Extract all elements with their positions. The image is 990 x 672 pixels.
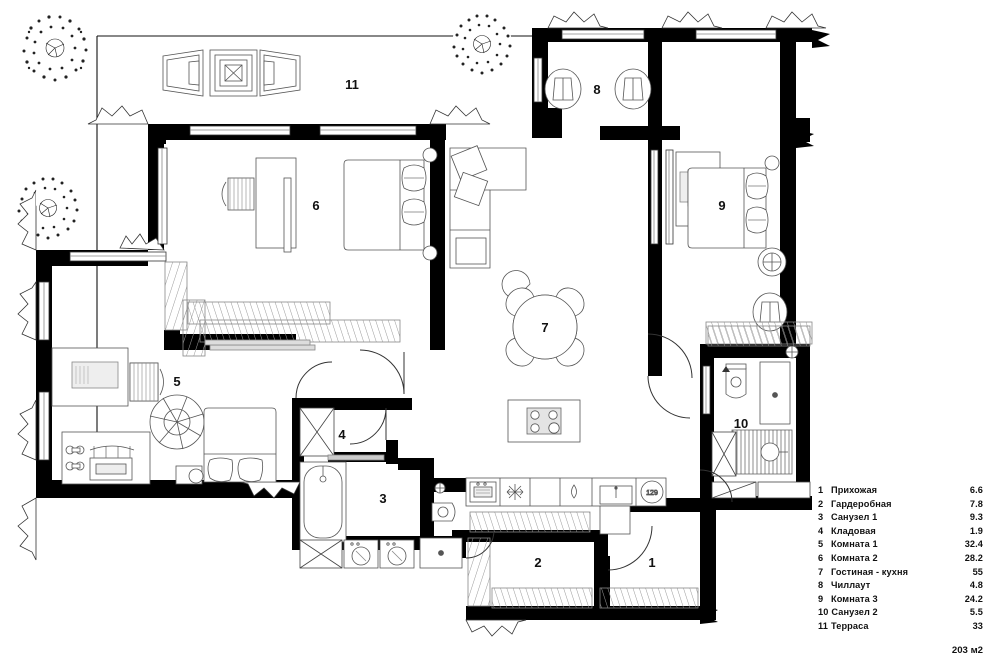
legend-room-number: 9	[818, 593, 824, 604]
legend-room-label: Санузел 1	[831, 512, 878, 523]
legend-room-number: 3	[818, 512, 824, 523]
room-number-5: 5	[173, 374, 180, 389]
legend-room-area: 6.6	[969, 485, 983, 495]
legend-room-area: 55	[972, 566, 983, 577]
room-number-3: 3	[379, 491, 386, 506]
pillow-icon	[207, 457, 264, 482]
legend-room-label: Гостиная - кухня	[831, 566, 909, 577]
legend-room-area: 5.5	[969, 607, 983, 618]
legend-room-area: 32.4	[964, 539, 983, 550]
tree-icon	[17, 14, 512, 240]
legend-room-number: 4	[818, 525, 824, 536]
room-legend: 1 Прихожая 6.6 2 Гардеробная 7.8 3 Санузел 1 9.3…	[818, 484, 983, 634]
legend-room-name: 5 Комната 1	[818, 538, 878, 552]
legend-room-area: 9.3	[969, 512, 983, 523]
legend-room-area: 33	[972, 620, 983, 631]
legend-room-label: Терраса	[831, 620, 869, 631]
legend-room-area: 4.8	[969, 580, 983, 591]
legend-room-number: 6	[818, 552, 824, 563]
legend-row: 1 Прихожая 6.6	[818, 484, 983, 498]
legend-room-name: 6 Комната 2	[818, 552, 878, 566]
terrace-furniture	[162, 49, 301, 97]
room-number-4: 4	[338, 427, 346, 442]
legend-room-name: 9 Комната 3	[818, 593, 878, 607]
legend-room-name: 2 Гардеробная	[818, 498, 892, 512]
legend-room-label: Санузел 2	[831, 607, 878, 618]
room-5-furniture	[51, 261, 331, 485]
legend-room-label: Кладовая	[831, 525, 876, 536]
room-number-labels: 11 6 8 9 7 5 4 10 3 2 1	[173, 77, 748, 570]
legend-room-label: Комната 3	[831, 593, 878, 604]
room-number-1: 1	[648, 555, 655, 570]
legend-row: 4 Кладовая 1.9	[818, 525, 983, 539]
legend-room-number: 10	[818, 607, 829, 618]
legend-room-number: 11	[818, 620, 828, 631]
legend-row: 3 Санузел 1 9.3	[818, 511, 983, 525]
legend-room-name: 8 Чиллаут	[818, 579, 870, 593]
legend-row: 7 Гостиная - кухня 55	[818, 566, 983, 580]
room-7-furniture: 129	[449, 145, 667, 535]
room-3-fixtures	[299, 407, 463, 569]
legend-row: 8 Чиллаут 4.8	[818, 579, 983, 593]
legend-row: 9 Комната 3 24.2	[818, 593, 983, 607]
total-area-label: 203 м2	[951, 645, 983, 656]
break-arrow	[700, 30, 830, 624]
legend-room-area: 1.9	[969, 525, 983, 536]
legend-row: 6 Комната 2 28.2	[818, 552, 983, 566]
legend-room-label: Прихожая	[831, 485, 878, 495]
legend-room-area: 7.8	[969, 498, 983, 509]
legend-room-area: 28.2	[964, 552, 983, 563]
room-number-8: 8	[593, 82, 600, 97]
legend-room-number: 1	[818, 485, 824, 495]
room-number-11: 11	[345, 77, 359, 92]
building-walls	[36, 28, 812, 620]
hall-closets	[467, 511, 699, 609]
legend-row: 5 Комната 1 32.4	[818, 538, 983, 552]
room-6-furniture	[182, 147, 438, 357]
legend-room-name: 7 Гостиная - кухня	[818, 566, 908, 580]
window-symbol	[38, 29, 777, 461]
dining-chair	[501, 270, 531, 301]
legend-room-number: 2	[818, 498, 824, 509]
door-swing	[295, 333, 733, 571]
room-number-10: 10	[734, 416, 748, 431]
legend-room-name: 1 Прихожая	[818, 484, 877, 498]
wall-break-symbol	[17, 11, 827, 637]
svg-text:129: 129	[646, 490, 658, 497]
legend-room-number: 5	[818, 539, 824, 550]
legend-room-number: 8	[818, 580, 824, 591]
room-9-furniture	[675, 151, 788, 332]
room-number-2: 2	[534, 555, 541, 570]
legend-room-name: 3 Санузел 1	[818, 511, 877, 525]
legend-room-label: Комната 2	[831, 552, 878, 563]
legend-row: 2 Гардеробная 7.8	[818, 498, 983, 512]
room-8-furniture	[544, 68, 652, 110]
legend-room-area: 24.2	[964, 593, 983, 604]
room-number-9: 9	[718, 198, 725, 213]
legend-room-number: 7	[818, 566, 824, 577]
legend-room-label: Чиллаут	[831, 580, 871, 591]
room-number-7: 7	[541, 320, 548, 335]
room-10-fixtures	[705, 321, 813, 499]
room-number-6: 6	[312, 198, 319, 213]
legend-room-name: 4 Кладовая	[818, 525, 876, 539]
cooktop-icon	[530, 410, 560, 434]
kitchen-counter: 129	[465, 477, 667, 507]
legend-room-label: Комната 1	[831, 539, 878, 550]
legend-room-label: Гардеробная	[831, 498, 892, 509]
